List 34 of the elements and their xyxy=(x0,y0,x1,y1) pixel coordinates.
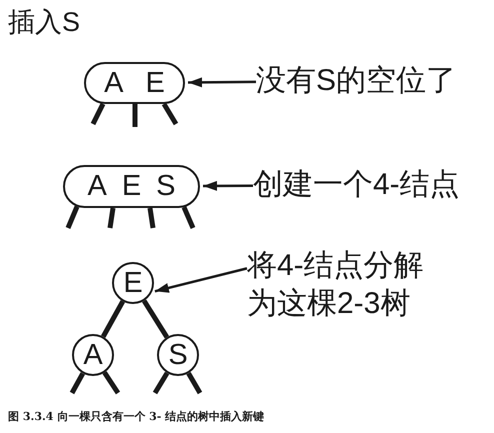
node-key: E xyxy=(123,268,143,298)
note-text: 创建一个4-结点 xyxy=(253,166,460,204)
child-link-stub xyxy=(70,372,85,394)
child-link-stub xyxy=(162,102,178,126)
tree-link xyxy=(101,300,125,338)
tree-node xyxy=(63,165,200,208)
tree-node xyxy=(72,334,114,376)
node-key: A xyxy=(104,68,124,98)
child-link-stub xyxy=(102,371,120,394)
child-link-stub xyxy=(182,206,196,229)
child-link-stub xyxy=(186,372,202,394)
node-key: E xyxy=(122,172,142,201)
child-link-stub xyxy=(148,208,156,228)
child-link-stub xyxy=(90,102,106,126)
node-key: S xyxy=(156,172,176,201)
node-key: E xyxy=(146,68,165,98)
caption: 图 3.3.4 向一棵只含有一个 3- 结点的树中插入新键 xyxy=(8,410,264,424)
node-key: A xyxy=(83,340,103,370)
child-link-stub xyxy=(132,104,138,127)
child-link-stub xyxy=(66,206,80,229)
note-text: 将4-结点分解为这棵2-3树 xyxy=(247,247,433,323)
arrow xyxy=(203,180,253,191)
tree-link xyxy=(142,299,170,339)
node-key: S xyxy=(168,340,188,370)
child-link-stub xyxy=(152,372,170,394)
arrow xyxy=(154,267,248,293)
arrow xyxy=(188,77,256,88)
node-key: A xyxy=(87,172,107,201)
tree-node xyxy=(84,62,185,104)
note-text: 没有S的空位了 xyxy=(256,62,456,100)
tree-node xyxy=(157,334,199,376)
title: 插入S xyxy=(8,6,80,38)
child-link-stub xyxy=(108,208,116,228)
tree-node xyxy=(112,262,154,304)
